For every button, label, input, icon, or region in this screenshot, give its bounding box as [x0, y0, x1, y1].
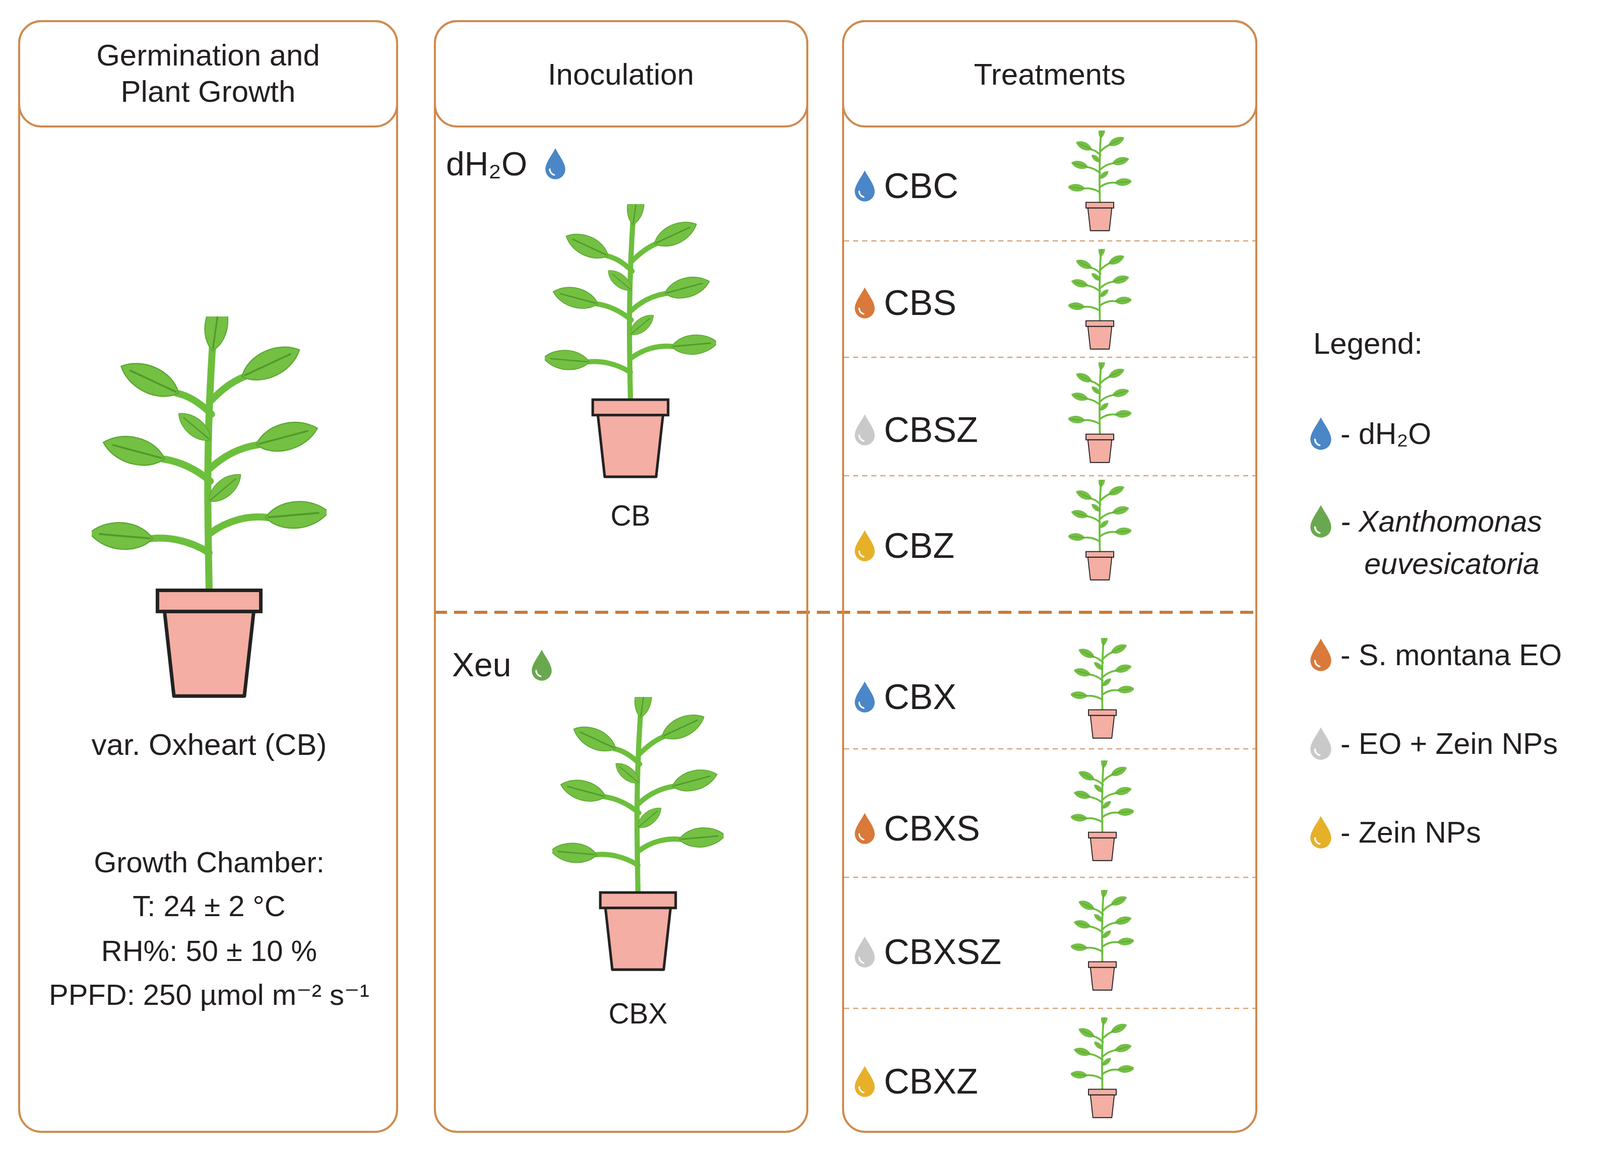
droplet-icon: [854, 681, 875, 713]
header-box: Germination and Plant Growth: [18, 20, 399, 128]
swatch-highlight: [1314, 439, 1320, 446]
droplet-icon: [854, 287, 875, 319]
node-text: CBXSZ: [883, 930, 1002, 974]
legend-swatch: [1310, 417, 1331, 450]
header-text: Treatments: [973, 56, 1126, 93]
droplet-icon: [854, 170, 875, 202]
legend-item: - Zein NPs: [1309, 811, 1482, 854]
node-text: CBX: [883, 675, 957, 719]
plant-icon: [1069, 882, 1135, 991]
droplet-icon: [531, 649, 552, 681]
plant-icon: [1067, 123, 1132, 231]
legend-swatch: [1309, 637, 1333, 673]
node-text: CBXS: [883, 807, 981, 850]
node-text: CBXZ: [883, 1060, 979, 1103]
legend-title: Legend:: [1313, 325, 1423, 362]
swatch-highlight: [1314, 527, 1320, 534]
panel-box: Germination and Plant Growth var. Oxheart…: [18, 20, 399, 1133]
legend-item: - S. montana EO: [1309, 633, 1562, 677]
legend-swatch: [1309, 726, 1333, 761]
legend-swatch: [1309, 814, 1333, 850]
swatch-highlight: [1314, 749, 1320, 756]
plant-icon: [1067, 472, 1132, 581]
panel-box: TreatmentsCBC CBS CBSZ CBZ CBX CBXS CBXSZ CBXZ: [842, 20, 1258, 1133]
droplet-icon: [854, 1065, 875, 1098]
legend-text: - Xanthomonas euvesicatoria: [1340, 500, 1548, 586]
legend-text: - EO + Zein NPs: [1340, 722, 1558, 765]
droplet-icon: [545, 148, 566, 180]
plant-illustration: [88, 295, 331, 696]
legend-item: - dH₂O: [1309, 412, 1432, 456]
legend-swatch: [1309, 503, 1333, 539]
header-text: Inoculation: [547, 56, 694, 93]
node-text: CBZ: [883, 524, 955, 567]
droplet-icon: [854, 530, 875, 562]
legend-text: - S. montana EO: [1340, 633, 1562, 677]
droplet-icon: [854, 414, 875, 446]
legend-swatch: [1309, 416, 1333, 452]
legend-swatch: [1310, 638, 1331, 671]
node-text: CBX: [608, 996, 668, 1031]
legend-text: - dH₂O: [1340, 412, 1432, 456]
swatch-highlight: [1314, 660, 1320, 667]
swatch-highlight: [1314, 838, 1320, 845]
plant-icon: [1069, 630, 1135, 739]
droplet-icon: [854, 812, 875, 845]
header-text: Germination and Plant Growth: [67, 37, 350, 110]
plant-illustration: [549, 677, 726, 970]
plant-icon: [1069, 753, 1135, 861]
node-text: T: 24 ± 2 °C: [132, 888, 286, 924]
node-text: dH₂O: [445, 144, 528, 184]
legend-text: - Zein NPs: [1340, 811, 1482, 854]
node-text: CBS: [883, 281, 957, 325]
legend-swatch: [1310, 504, 1331, 538]
node-text: var. Oxheart (CB): [91, 726, 328, 763]
node-text: RH%: 50 ± 10 %: [101, 933, 317, 969]
header-box: Treatments: [842, 20, 1258, 128]
node-text: Xeu: [452, 645, 511, 685]
plant-icon: [1067, 241, 1132, 350]
legend-item: - EO + Zein NPs: [1309, 722, 1558, 765]
legend-item: - Xanthomonas euvesicatoria: [1309, 500, 1548, 586]
panel-box: Inoculation dH₂O CB XeuCBX: [433, 20, 809, 1133]
plant-icon: [1067, 355, 1132, 463]
group-divider: [433, 610, 1258, 614]
header-box: Inoculation: [433, 20, 809, 128]
node-text: CBC: [883, 164, 959, 208]
plant-icon: [1069, 1010, 1135, 1118]
node-text: CBSZ: [883, 408, 979, 452]
node-text: Growth Chamber:: [93, 844, 325, 880]
plant-illustration: [542, 184, 719, 477]
node-text: CB: [610, 498, 651, 533]
row-dividers: [844, 240, 1256, 1009]
node-text: PPFD: 250 µmol m⁻² s⁻¹: [48, 977, 370, 1013]
legend-swatch: [1310, 727, 1331, 760]
legend-swatch: [1310, 815, 1331, 849]
droplet-icon: [854, 936, 875, 968]
